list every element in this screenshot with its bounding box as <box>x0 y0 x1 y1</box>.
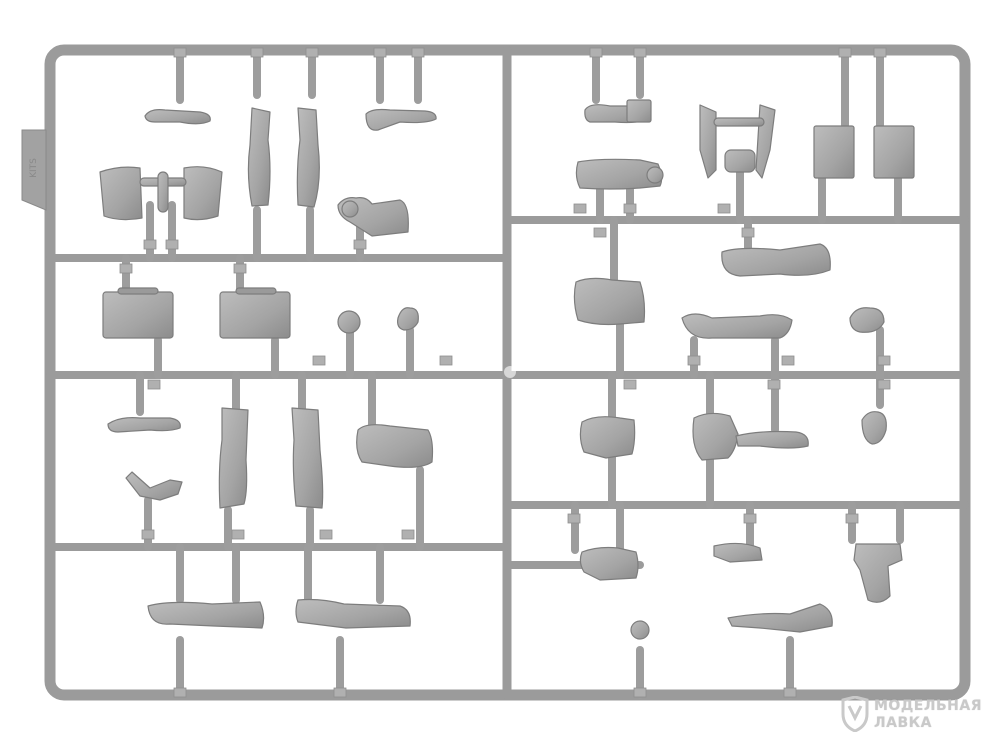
watermark-line2: ЛАВКА <box>874 715 932 731</box>
frame-tag: KITS <box>21 129 47 211</box>
watermark-text: МОДЕЛЬНАЯ ЛАВКА <box>874 698 982 732</box>
sprue-gates <box>122 51 904 699</box>
number-tabs <box>119 47 891 698</box>
svg-text:KITS: KITS <box>29 158 39 178</box>
sprue-frame <box>44 44 971 701</box>
parts <box>99 99 915 640</box>
shield-logo-icon <box>841 696 869 732</box>
watermark-line1: МОДЕЛЬНАЯ <box>874 698 982 714</box>
watermark: МОДЕЛЬНАЯ ЛАВКА <box>838 688 998 748</box>
